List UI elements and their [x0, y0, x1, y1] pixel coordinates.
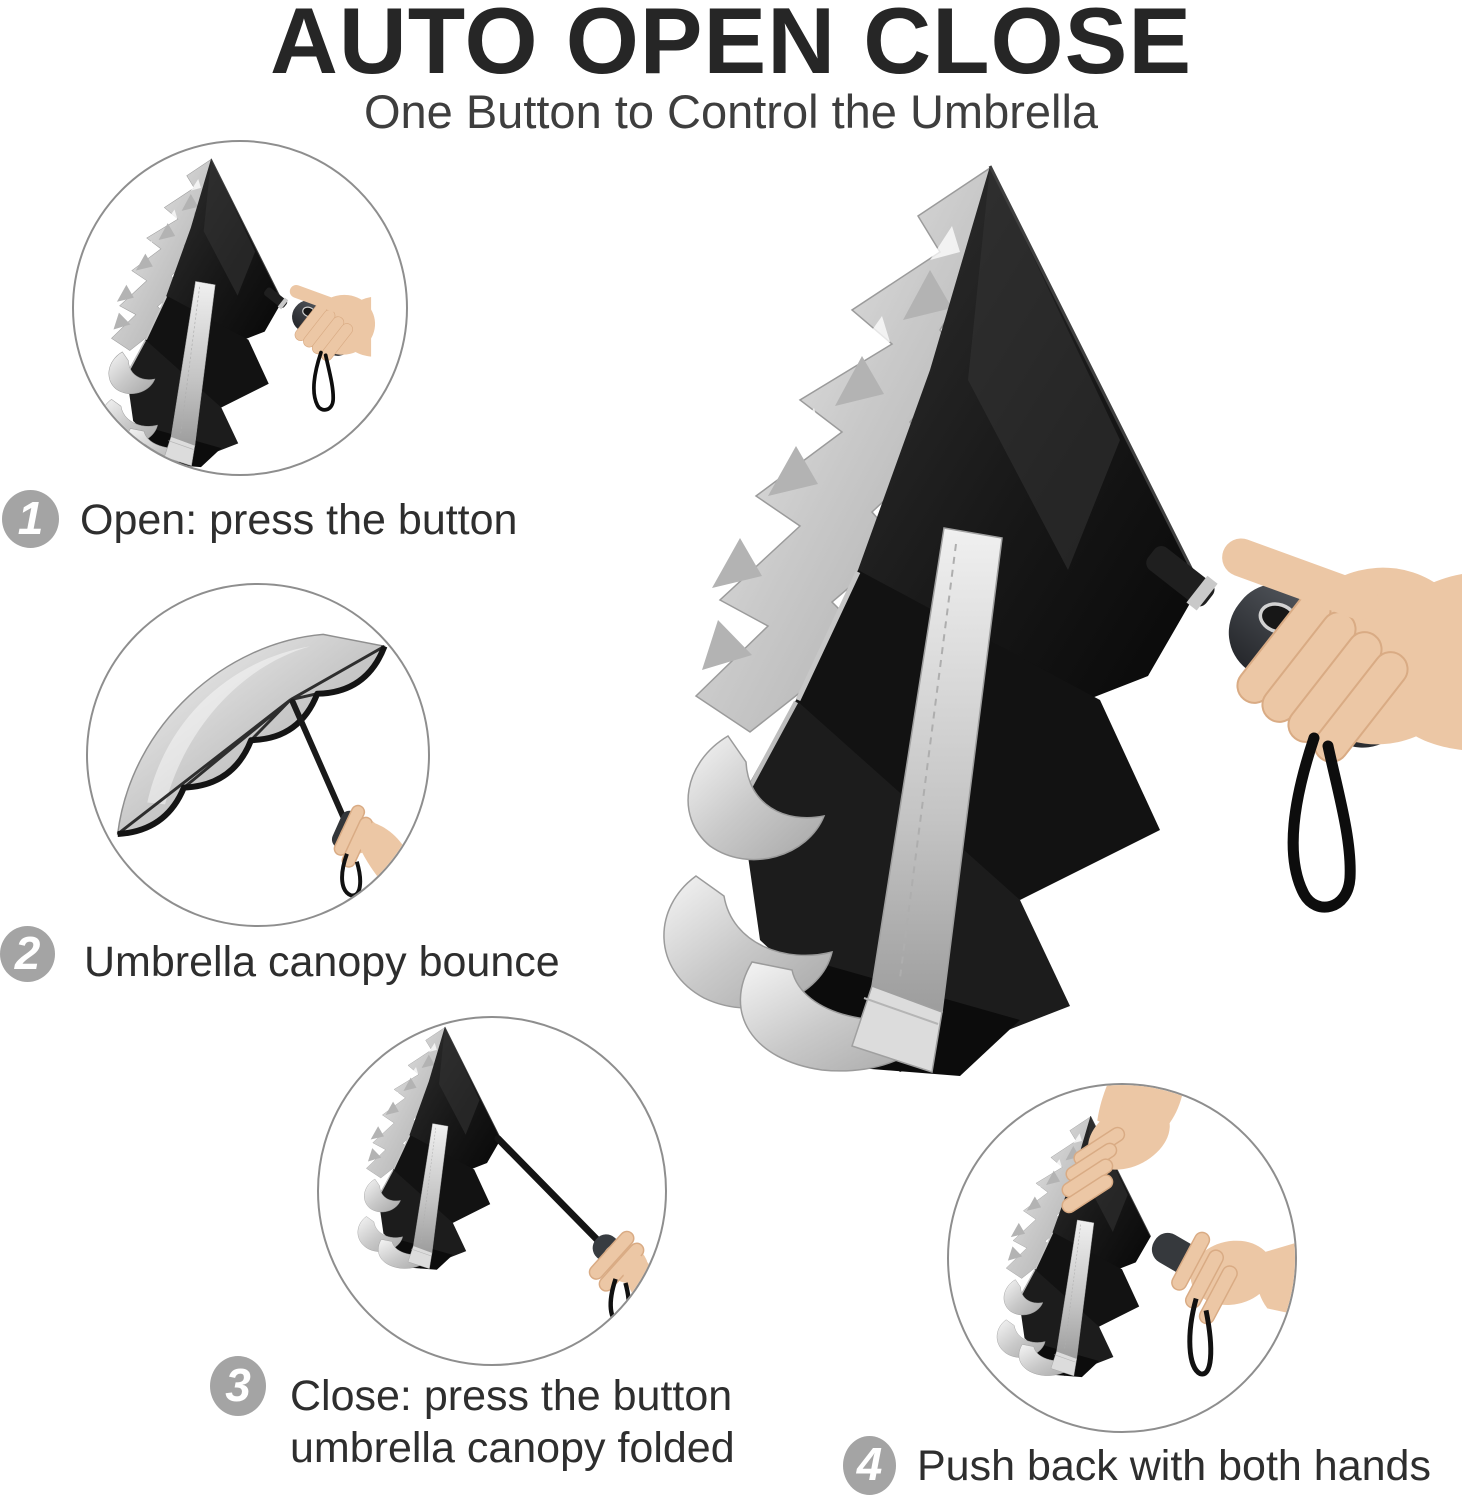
step-2-number: 2 — [14, 926, 41, 979]
step-4-badge: 4 — [843, 1436, 896, 1495]
step-2-badge: 2 — [0, 926, 55, 982]
step-2-label: Umbrella canopy bounce — [84, 938, 560, 986]
photo-circle-step1 — [72, 140, 408, 476]
folded-umbrella-shaft-illustration — [357, 1026, 664, 1325]
step-3-label-line2: umbrella canopy folded — [290, 1424, 735, 1472]
step-3-label-line1: Close: press the button — [290, 1372, 733, 1420]
photo-circle-step4 — [947, 1083, 1297, 1433]
page-subtitle: One Button to Control the Umbrella — [363, 85, 1099, 138]
photo-circle-step2 — [86, 583, 430, 927]
step-1-number: 1 — [17, 491, 44, 544]
main-photo-folded-umbrella — [600, 140, 1462, 1080]
step-1-label: Open: press the button — [80, 496, 518, 544]
folded-umbrella-small-illustration — [74, 142, 406, 474]
page-title: AUTO OPEN CLOSE — [269, 0, 1193, 93]
folded-umbrella-hand-illustration — [600, 140, 1462, 1080]
step-4-number: 4 — [856, 1438, 883, 1490]
open-umbrella-illustration — [116, 633, 415, 898]
step-4-label: Push back with both hands — [917, 1442, 1431, 1490]
push-back-both-hands-illustration — [996, 1085, 1295, 1378]
photo-circle-step3 — [317, 1016, 667, 1366]
step-3-number: 3 — [225, 1358, 251, 1411]
step-1-badge: 1 — [2, 490, 59, 548]
step-3-badge: 3 — [210, 1356, 266, 1416]
step-3-label: Close: press the button umbrella canopy … — [290, 1370, 735, 1474]
